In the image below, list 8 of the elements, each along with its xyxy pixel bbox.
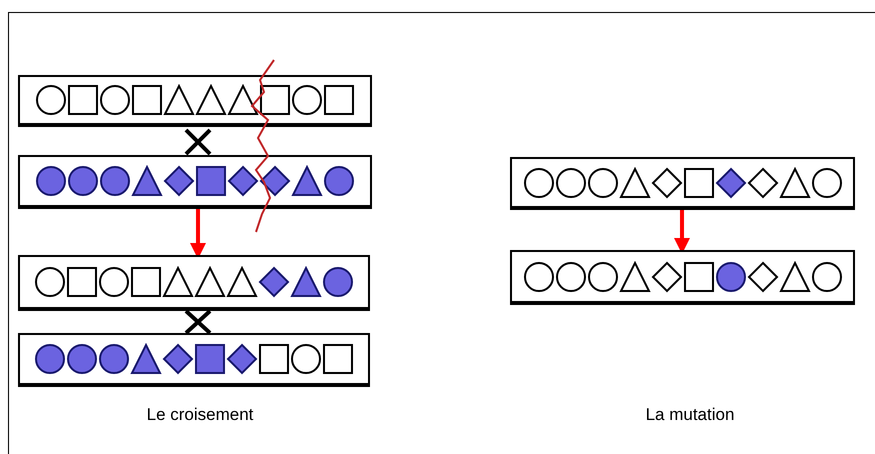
chromosome-bar: [18, 255, 370, 311]
chromosome-bar: [18, 155, 372, 209]
chromosome-bar: [18, 333, 370, 387]
chromosome-bar: [18, 75, 372, 127]
caption-text: Le croisement: [146, 404, 254, 426]
caption-text: La mutation: [644, 404, 736, 426]
chromosome-bar: [510, 250, 855, 305]
chromosome-bar: [510, 157, 855, 210]
